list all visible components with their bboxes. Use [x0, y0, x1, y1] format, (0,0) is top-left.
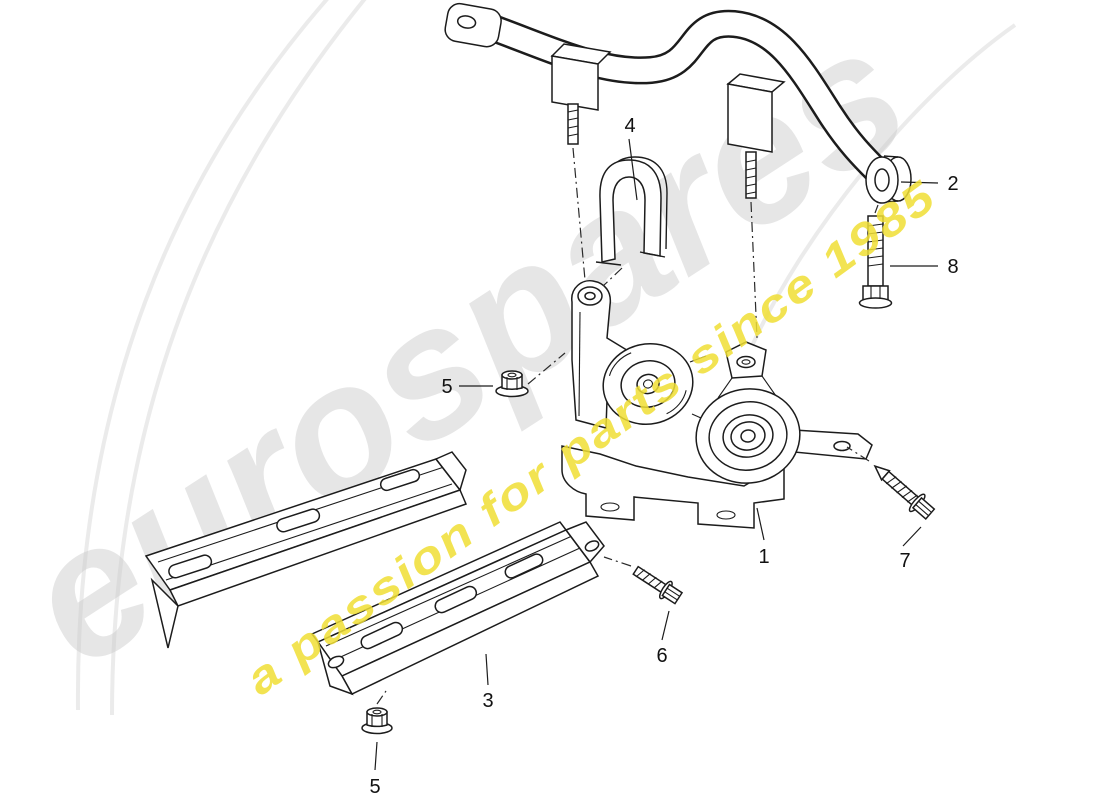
tube-left-eyelet	[444, 2, 502, 48]
callout-5-lower: 5	[369, 776, 380, 798]
screw-part-7	[873, 464, 936, 520]
flange-nut-upper-part-5	[495, 370, 529, 398]
callout-7: 7	[899, 550, 910, 572]
callout-1: 1	[758, 546, 769, 568]
lower-support-plate	[310, 521, 605, 696]
mount-side-plate	[793, 429, 873, 460]
callout-8: 8	[947, 256, 958, 278]
callout-5-upper: 5	[441, 376, 452, 398]
support-plates-part-3	[144, 451, 605, 696]
mount-left-bushing	[602, 343, 694, 425]
bolt-part-8	[858, 215, 893, 309]
transmission-mount-part-1	[561, 280, 873, 529]
part-callouts: 2 8 4 5 1 7 6 3 5	[369, 115, 958, 798]
upper-support-plate	[144, 451, 468, 649]
tube-clamp-b	[726, 73, 786, 199]
callout-3: 3	[482, 690, 493, 712]
callout-6: 6	[656, 645, 667, 667]
mount-right-housing	[695, 388, 801, 484]
tube-right-bushing	[865, 155, 912, 204]
callout-2: 2	[947, 173, 958, 195]
mount-top-ear	[717, 341, 777, 399]
assembly-axis-lines	[376, 147, 879, 705]
tube-clamp-a	[550, 43, 612, 145]
cross-member-part-2	[444, 2, 912, 204]
bolt-part-6	[632, 565, 684, 605]
callout-4: 4	[624, 115, 635, 137]
callout-leader-lines	[374, 138, 939, 771]
clamp-part-4	[595, 156, 668, 266]
flange-nut-lower-part-5	[361, 707, 393, 735]
